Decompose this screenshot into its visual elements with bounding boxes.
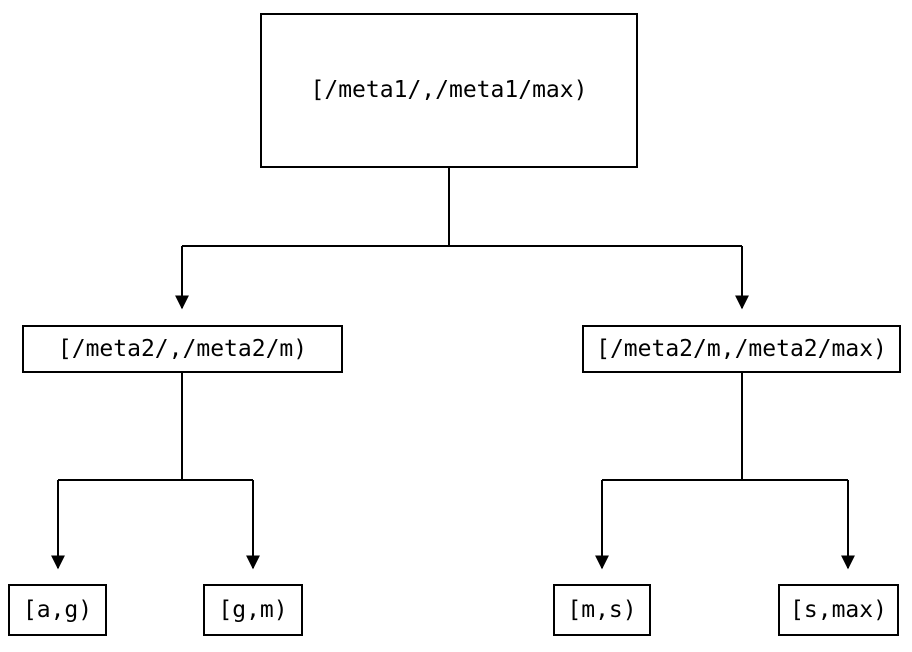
node-leaf-s-max: [s,max) bbox=[778, 584, 899, 636]
node-label: [a,g) bbox=[22, 596, 93, 623]
node-leaf-a-g: [a,g) bbox=[8, 584, 107, 636]
node-label: [s,max) bbox=[790, 596, 887, 623]
node-root-range: [/meta1/,/meta1/max) bbox=[260, 13, 638, 168]
node-label: [m,s) bbox=[567, 596, 637, 623]
node-label: [/meta1/,/meta1/max) bbox=[310, 77, 588, 103]
node-leaf-g-m: [g,m) bbox=[203, 584, 303, 636]
node-label: [/meta2/,/meta2/m) bbox=[57, 335, 308, 362]
node-label: [g,m) bbox=[218, 596, 288, 623]
node-label: [/meta2/m,/meta2/max) bbox=[596, 335, 887, 362]
node-meta2-right-range: [/meta2/m,/meta2/max) bbox=[582, 325, 901, 373]
node-leaf-m-s: [m,s) bbox=[553, 584, 651, 636]
node-meta2-left-range: [/meta2/,/meta2/m) bbox=[22, 325, 343, 373]
